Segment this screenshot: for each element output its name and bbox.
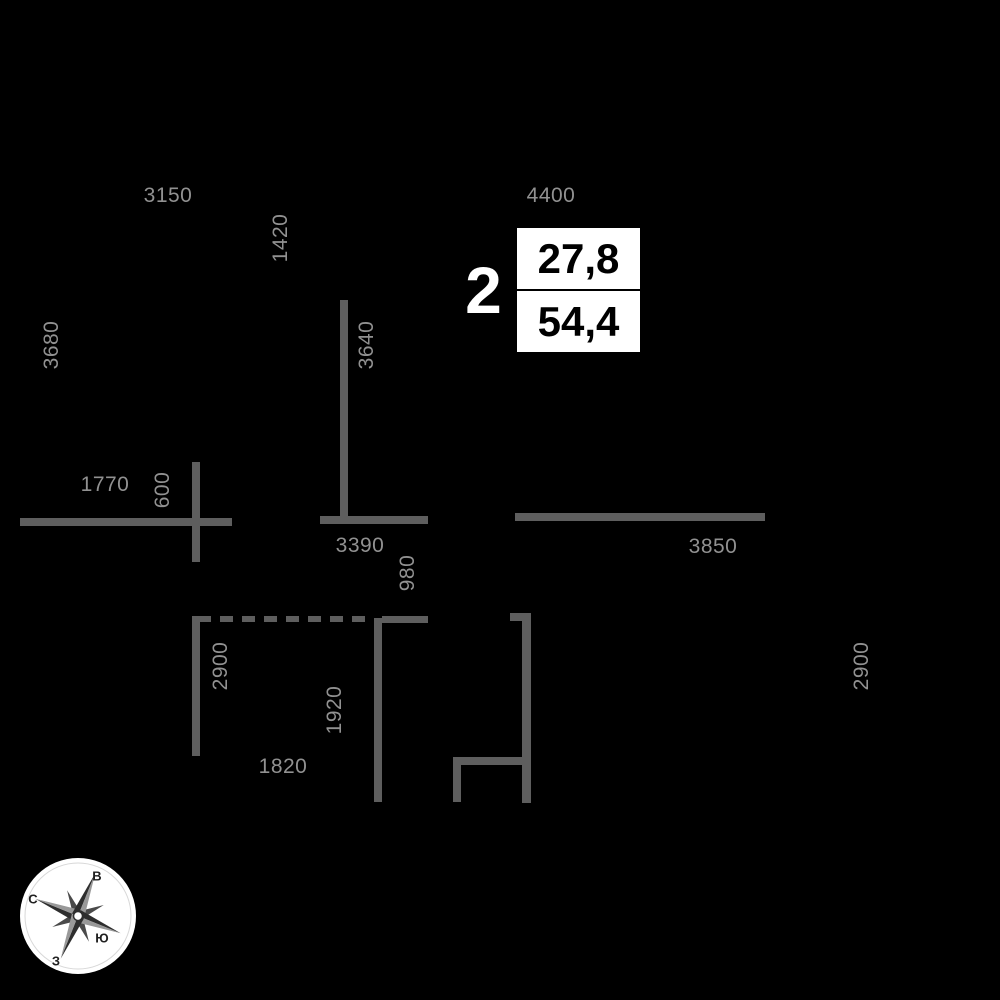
compass-ring: [24, 862, 132, 970]
wall-vertical-center-lower: [374, 618, 382, 802]
compass-letter-north: С: [28, 891, 38, 906]
wall-horizontal-left: [20, 518, 232, 526]
dimension-label-2900-left: 2900: [209, 641, 232, 691]
wall-vertical-left-short: [192, 462, 200, 562]
wall-vertical-right-lower: [522, 613, 531, 803]
dimension-label-2900-right: 2900: [850, 641, 873, 691]
area-table: 27,8 54,4: [517, 228, 640, 352]
wall-vertical-left-lower: [192, 616, 200, 756]
dimension-label-980: 980: [396, 554, 419, 592]
compass-letter-south: Ю: [95, 930, 108, 945]
compass-letter-west: З: [52, 953, 60, 968]
total-area-value: 54,4: [537, 297, 620, 345]
dimension-label-3850: 3850: [688, 535, 738, 558]
wall-doorway-left: [453, 757, 461, 802]
apartment-badge: 2 27,8 54,4: [450, 228, 640, 352]
dimension-label-1770: 1770: [80, 473, 130, 496]
wall-horizontal-right: [515, 513, 765, 521]
wall-horizontal-stub: [382, 616, 428, 623]
dimension-label-3680: 3680: [40, 320, 63, 370]
wall-doorway-top: [453, 757, 531, 765]
wall-horizontal-center: [320, 516, 428, 524]
dimension-label-1820: 1820: [258, 755, 308, 778]
dimension-label-3390: 3390: [335, 534, 385, 557]
dimension-label-1420: 1420: [269, 213, 292, 263]
dimension-label-1920: 1920: [323, 685, 346, 735]
dimension-label-3150: 3150: [143, 184, 193, 207]
dimension-label-4400: 4400: [526, 184, 576, 207]
compass-icon: С В Ю З: [20, 858, 136, 974]
compass-star: [35, 873, 121, 959]
room-count: 2: [450, 228, 517, 352]
living-area-value: 27,8: [517, 228, 640, 291]
wall-dashed-partition: [198, 616, 374, 622]
wall-vertical-center-top: [340, 300, 348, 524]
dimension-label-600: 600: [151, 471, 174, 509]
dimension-label-3640: 3640: [355, 320, 378, 370]
wall-cap-right: [510, 613, 531, 621]
compass-letter-east: В: [92, 868, 101, 883]
